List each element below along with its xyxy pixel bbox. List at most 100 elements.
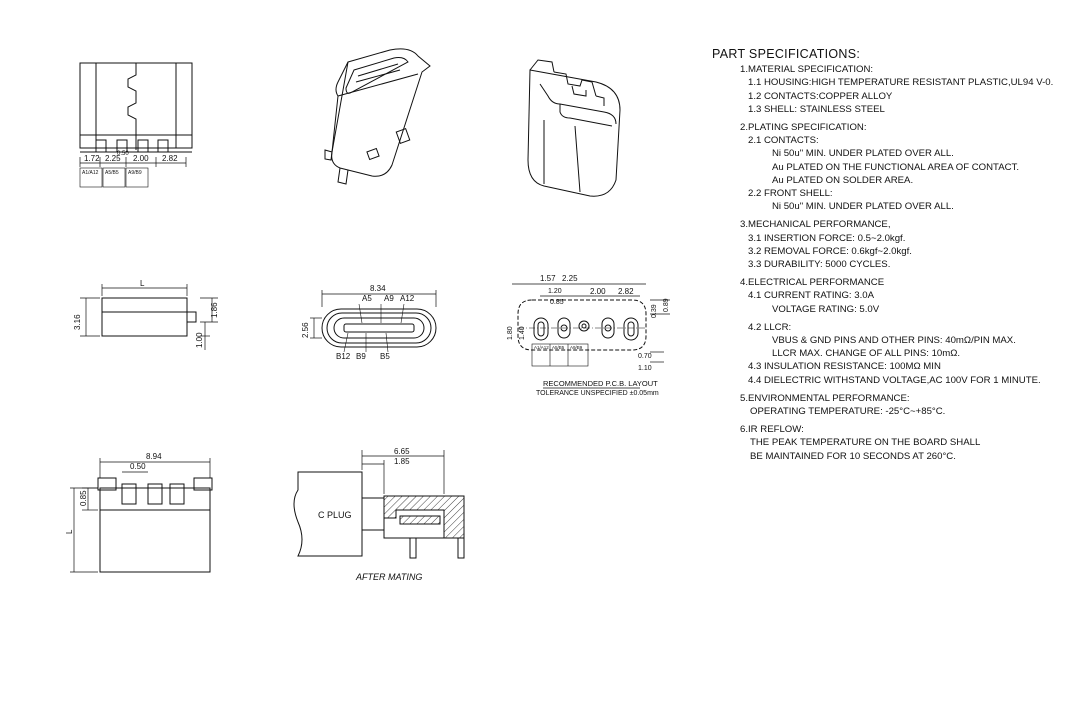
dim-2-82: 2.82 (162, 154, 178, 163)
side-view-body (101, 297, 188, 337)
c-plug-label: C PLUG (318, 510, 352, 520)
spec-line: 1.MATERIAL SPECIFICATION: (740, 64, 874, 76)
spec-line: 4.ELECTRICAL PERFORMANCE (740, 277, 885, 289)
rear-view-dims: 8.94 0.50 0.85 L (65, 452, 162, 534)
dim-0-50-rear: 0.50 (130, 462, 146, 471)
pcb-tag-a1: A1/A12 (534, 345, 549, 350)
spec-line: 2.1 CONTACTS: (748, 135, 819, 147)
top-view-split-line (127, 63, 137, 150)
mating-section-labels: 6.65 1.85 C PLUG AFTER MATING (318, 447, 422, 582)
dim-1-00: 1.00 (195, 332, 204, 348)
spec-line: OPERATING TEMPERATURE: -25°C~+85°C. (750, 406, 946, 418)
dim-0-70: 0.70 (638, 353, 652, 360)
spec-line: 1.3 SHELL: STAINLESS STEEL (748, 103, 885, 115)
dim-0-89: 0.89 (663, 298, 670, 312)
rear-view (70, 458, 213, 573)
dim-2-82-pcb: 2.82 (618, 287, 634, 296)
pin-label-b12: B12 (336, 352, 351, 361)
dim-1-10: 1.10 (638, 365, 652, 372)
spec-line: LLCR MAX. CHANGE OF ALL PINS: 10mΩ. (772, 348, 961, 360)
front-view-dims: 8.34 A5 A9 A12 B12 B9 B5 2.56 (301, 284, 415, 361)
pin-label-a5: A5 (362, 294, 372, 303)
pcb-tolerance: TOLERANCE UNSPECIFIED ±0.05mm (536, 390, 659, 397)
pin-label-a12: A12 (400, 294, 415, 303)
dim-2-25: 2.25 (105, 154, 121, 163)
dim-1-20: 1.20 (548, 288, 562, 295)
spec-lines: 1.MATERIAL SPECIFICATION:1.1 HOUSING:HIG… (712, 63, 1082, 463)
front-view-shell (321, 308, 437, 348)
top-view-dims: 1.72 2.25 0.50 2.00 2.82 A1/A12 A5/B5 A9… (82, 151, 178, 176)
spec-line: VBUS & GND PINS AND OTHER PINS: 40mΩ/PIN… (772, 335, 1016, 347)
spec-line: BE MAINTAINED FOR 10 SECONDS AT 260°C. (750, 450, 956, 462)
spec-line: 4.1 CURRENT RATING: 3.0A (748, 290, 874, 302)
dim-8-34: 8.34 (370, 284, 386, 293)
part-specifications: PART SPECIFICATIONS: 1.MATERIAL SPECIFIC… (712, 47, 1082, 463)
spec-line: 3.1 INSERTION FORCE: 0.5~2.0kgf. (748, 232, 906, 244)
dim-1-40: 1.40 (519, 326, 526, 340)
dim-0-50: 0.50 (117, 151, 129, 157)
dim-3-16: 3.16 (73, 314, 82, 330)
spec-line: Au PLATED ON THE FUNCTIONAL AREA OF CONT… (772, 161, 1019, 173)
isometric-view-front (324, 48, 431, 185)
dim-0-85-pcb: 0.85 (550, 299, 564, 306)
pcb-layout (512, 283, 670, 367)
dim-0-85-rear: 0.85 (79, 490, 88, 506)
dim-1-72: 1.72 (84, 154, 100, 163)
c-plug-body (293, 471, 363, 557)
spec-line: VOLTAGE RATING: 5.0V (772, 303, 880, 315)
mating-section (293, 450, 465, 559)
side-view (80, 284, 218, 350)
pin-tag-a1: A1/A12 (82, 170, 99, 176)
front-view-tongue (343, 323, 415, 333)
rear-view-body (99, 487, 211, 573)
pin-tag-a3: A9/B9 (128, 170, 142, 176)
pin-tag-box (79, 167, 103, 188)
pcb-pad (533, 317, 549, 341)
pcb-layout-dims: 1.57 2.25 1.20 0.85 2.00 2.82 0.39 0.89 … (507, 274, 670, 397)
spec-line: Ni 50u" MIN. UNDER PLATED OVER ALL. (772, 201, 954, 213)
pin-label-a9: A9 (384, 294, 394, 303)
dim-2-00-pcb: 2.00 (590, 287, 606, 296)
spec-line: 1.1 HOUSING:HIGH TEMPERATURE RESISTANT P… (748, 77, 1054, 89)
spec-line: 3.MECHANICAL PERFORMANCE, (740, 219, 891, 231)
pcb-title: RECOMMENDED P.C.B. LAYOUT (543, 379, 658, 388)
isometric-view-rear (527, 59, 621, 197)
dim-1-86: 1.86 (210, 302, 219, 318)
spec-line: 4.4 DIELECTRIC WITHSTAND VOLTAGE,AC 100V… (748, 374, 1041, 386)
iso1-opening (345, 57, 409, 94)
front-view (310, 290, 437, 353)
spec-line: 3.2 REMOVAL FORCE: 0.6kgf~2.0kgf. (748, 245, 912, 257)
spec-line: 2.PLATING SPECIFICATION: (740, 122, 867, 134)
spec-title: PART SPECIFICATIONS: (712, 47, 861, 61)
spec-line: 5.ENVIRONMENTAL PERFORMANCE: (740, 392, 910, 404)
spec-line: Ni 50u" MIN. UNDER PLATED OVER ALL. (772, 148, 954, 160)
dim-1-57: 1.57 (540, 274, 556, 283)
pin-tag-a2: A5/B5 (105, 170, 119, 176)
pcb-tag-a2: A5/B5 (552, 345, 565, 350)
pcb-outline (517, 299, 647, 351)
dim-L-rear: L (65, 529, 74, 534)
spec-line: THE PEAK TEMPERATURE ON THE BOARD SHALL (750, 437, 981, 449)
spec-line: 2.2 FRONT SHELL: (748, 188, 833, 200)
after-mating-caption: AFTER MATING (355, 572, 422, 582)
iso2-body (527, 69, 621, 197)
spec-line: Au PLATED ON SOLDER AREA. (772, 174, 914, 186)
dim-2-56: 2.56 (301, 322, 310, 338)
top-view (79, 62, 193, 188)
dim-6-65: 6.65 (394, 447, 410, 456)
pin-label-b5: B5 (380, 352, 390, 361)
dim-2-25-pcb: 2.25 (562, 274, 578, 283)
side-view-dims: L 3.16 1.86 1.00 (73, 279, 219, 348)
spec-line: 6.IR REFLOW: (740, 424, 804, 436)
dim-L-side: L (140, 279, 145, 288)
top-view-pin (95, 139, 107, 153)
spec-line: 4.3 INSULATION RESISTANCE: 100MΩ MIN (748, 361, 941, 373)
spec-line: 1.2 CONTACTS:COPPER ALLOY (748, 90, 893, 102)
pin-label-b9: B9 (356, 352, 366, 361)
dim-1-80: 1.80 (507, 326, 514, 340)
pcb-tag-a3: A9/B9 (570, 345, 583, 350)
dim-0-39: 0.39 (651, 304, 658, 318)
dim-1-85: 1.85 (394, 457, 410, 466)
iso1-body (331, 48, 431, 177)
